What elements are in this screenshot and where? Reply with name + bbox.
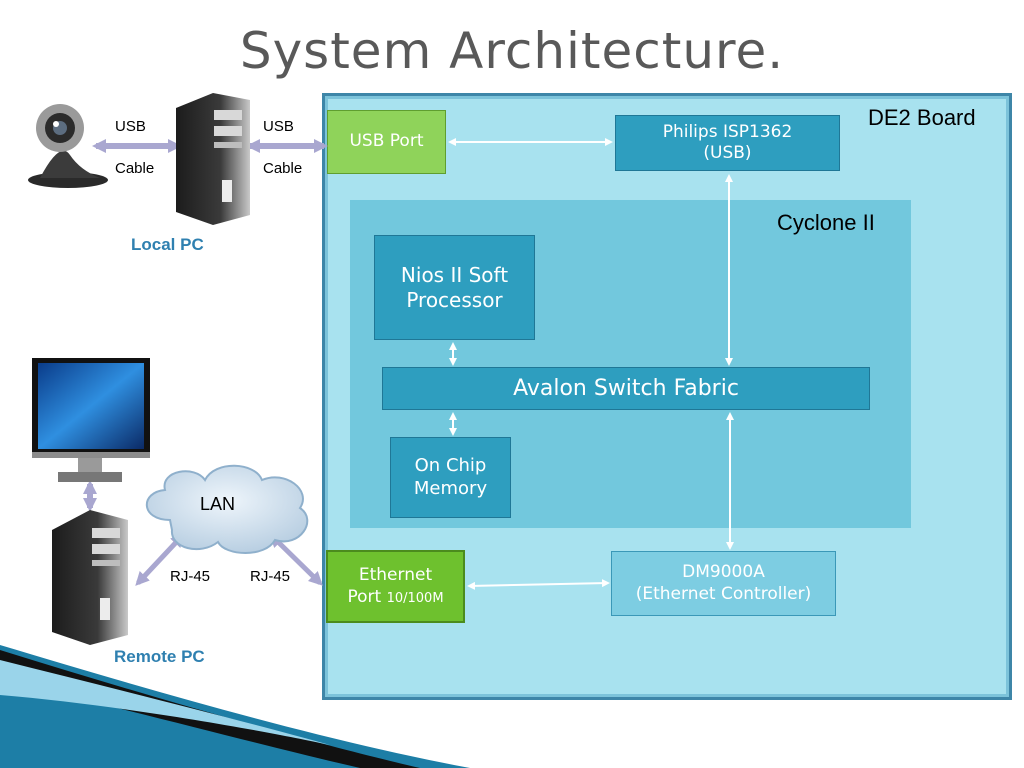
lan-label: LAN — [200, 494, 236, 514]
ethernet-line2-wrap: Port 10/100M — [347, 587, 443, 608]
onchip-line2: Memory — [413, 477, 488, 499]
webcam-icon — [28, 104, 108, 188]
nios-line1: Nios II Soft — [400, 262, 509, 287]
rj45-left-label: RJ-45 — [170, 568, 211, 585]
avalon-label: Avalon Switch Fabric — [513, 375, 739, 401]
ethernet-port-block: Ethernet Port 10/100M — [326, 550, 465, 623]
dm-line1: DM9000A — [682, 562, 765, 583]
philips-line1: Philips ISP1362 — [662, 121, 793, 142]
nios-processor-block: Nios II Soft Processor — [374, 235, 535, 340]
local-usb-label-1: USB — [115, 118, 146, 135]
dm-line2: (Ethernet Controller) — [635, 583, 812, 604]
ethernet-line1: Ethernet — [358, 565, 433, 586]
slide-title: System Architecture. — [239, 22, 785, 80]
local-usb-label-2: USB — [263, 118, 294, 135]
philips-isp1362-block: Philips ISP1362 (USB) — [615, 115, 840, 171]
local-cable-label-2: Cable — [263, 160, 303, 177]
rj45-right-label: RJ-45 — [250, 568, 291, 585]
dm9000a-block: DM9000A (Ethernet Controller) — [611, 551, 836, 616]
local-pc-tower-icon — [176, 93, 250, 225]
remote-pc-label: Remote PC — [114, 647, 205, 666]
nios-line2: Processor — [406, 287, 503, 312]
local-cable-label-1: Cable — [115, 160, 155, 177]
avalon-switch-fabric-block: Avalon Switch Fabric — [382, 367, 870, 410]
ethernet-speed: 10/100M — [386, 590, 444, 606]
usb-port-block: USB Port — [327, 110, 446, 174]
local-pc-label: Local PC — [131, 235, 204, 254]
ethernet-line2: Port — [347, 586, 382, 607]
philips-line2: (USB) — [703, 143, 752, 163]
onchip-line1: On Chip — [414, 455, 487, 476]
cyclone-ii-label: Cyclone II — [777, 210, 875, 235]
on-chip-memory-block: On Chip Memory — [390, 437, 511, 518]
remote-pc-tower-icon — [52, 510, 128, 645]
de2-board-label: DE2 Board — [868, 105, 976, 130]
remote-monitor-icon — [32, 358, 150, 482]
usb-port-label: USB Port — [349, 131, 424, 152]
